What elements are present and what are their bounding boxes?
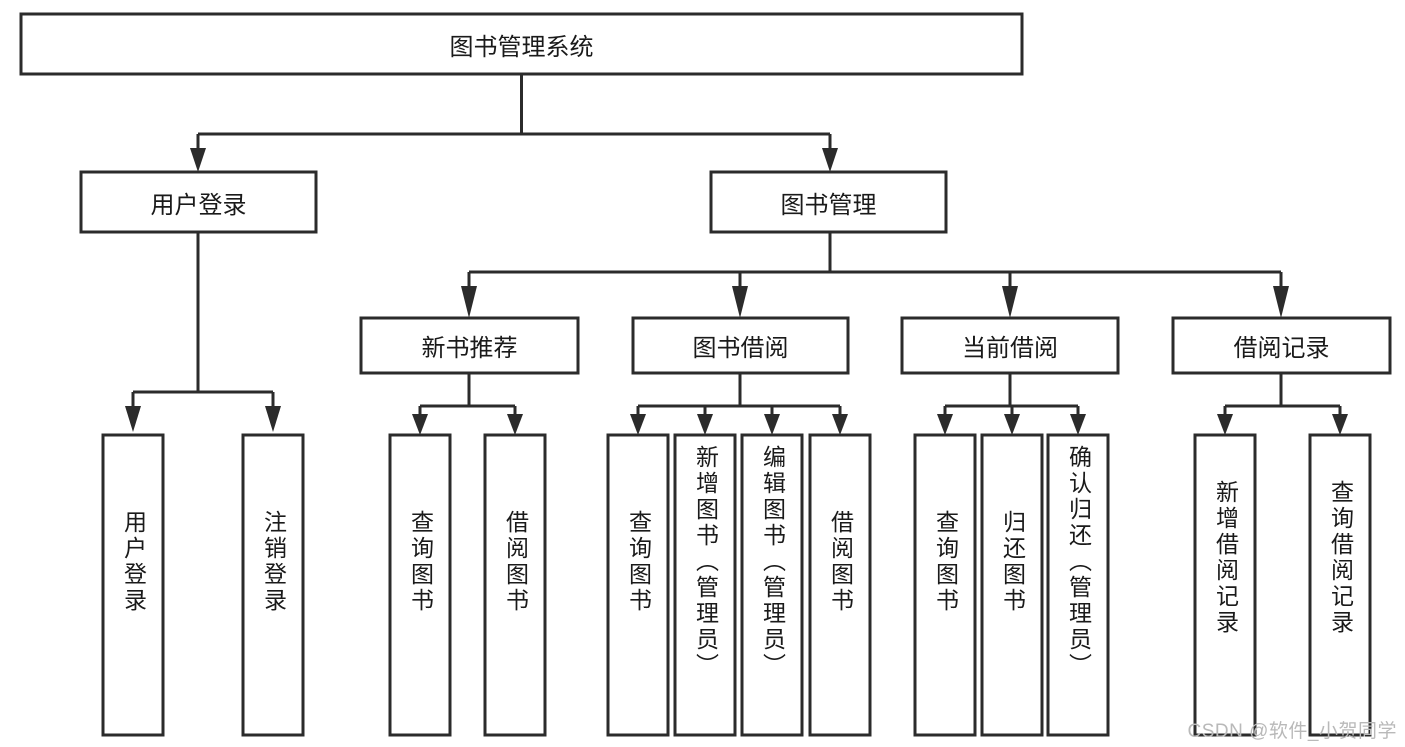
node-root[interactable] xyxy=(19,12,1024,76)
node-leaf-query-book-1[interactable] xyxy=(388,433,452,737)
node-user-login[interactable] xyxy=(79,170,318,234)
node-book-management[interactable] xyxy=(709,170,948,234)
arrow-user-login xyxy=(190,148,206,172)
arrow-leaf-user-login xyxy=(125,406,141,432)
arrow-leaf-query-book-3 xyxy=(937,414,953,435)
node-leaf-borrow-book-2[interactable] xyxy=(808,433,872,737)
node-book-borrow[interactable] xyxy=(631,316,850,375)
node-leaf-add-record[interactable] xyxy=(1193,433,1257,737)
node-leaf-user-login[interactable] xyxy=(101,433,165,737)
node-new-book-recommend[interactable] xyxy=(359,316,580,375)
arrow-book-borrow xyxy=(732,286,748,318)
csdn-watermark: CSDN @软件_小贺同学 xyxy=(1187,721,1397,742)
arrow-leaf-query-record xyxy=(1332,414,1348,435)
arrow-leaf-borrow-book-1 xyxy=(507,414,523,435)
arrow-book-management xyxy=(822,148,838,172)
connector-layer xyxy=(125,74,1348,435)
arrow-current-borrow xyxy=(1002,286,1018,318)
arrow-leaf-borrow-book-2 xyxy=(832,414,848,435)
arrow-leaf-return-book xyxy=(1004,414,1020,435)
node-leaf-query-book-3[interactable] xyxy=(913,433,977,737)
arrow-leaf-query-book-1 xyxy=(412,414,428,435)
node-leaf-query-record[interactable] xyxy=(1308,433,1372,737)
arrow-leaf-edit-book xyxy=(764,414,780,435)
node-borrow-record[interactable] xyxy=(1171,316,1392,375)
node-layer xyxy=(19,12,1392,737)
arrow-leaf-user-logout xyxy=(265,406,281,432)
arrow-leaf-add-book xyxy=(697,414,713,435)
node-leaf-borrow-book-1[interactable] xyxy=(483,433,547,737)
node-leaf-add-book[interactable] xyxy=(673,433,737,737)
node-leaf-query-book-2[interactable] xyxy=(606,433,670,737)
arrow-leaf-confirm-return xyxy=(1070,414,1086,435)
node-current-borrow[interactable] xyxy=(900,316,1120,375)
node-leaf-user-logout[interactable] xyxy=(241,433,305,737)
node-leaf-return-book[interactable] xyxy=(980,433,1044,737)
arrow-new-book-recommend xyxy=(461,286,477,318)
arrow-leaf-add-record xyxy=(1217,414,1233,435)
arrow-leaf-query-book-2 xyxy=(630,414,646,435)
arrow-borrow-record xyxy=(1273,286,1289,318)
node-leaf-confirm-return[interactable] xyxy=(1046,433,1110,737)
node-leaf-edit-book[interactable] xyxy=(740,433,804,737)
